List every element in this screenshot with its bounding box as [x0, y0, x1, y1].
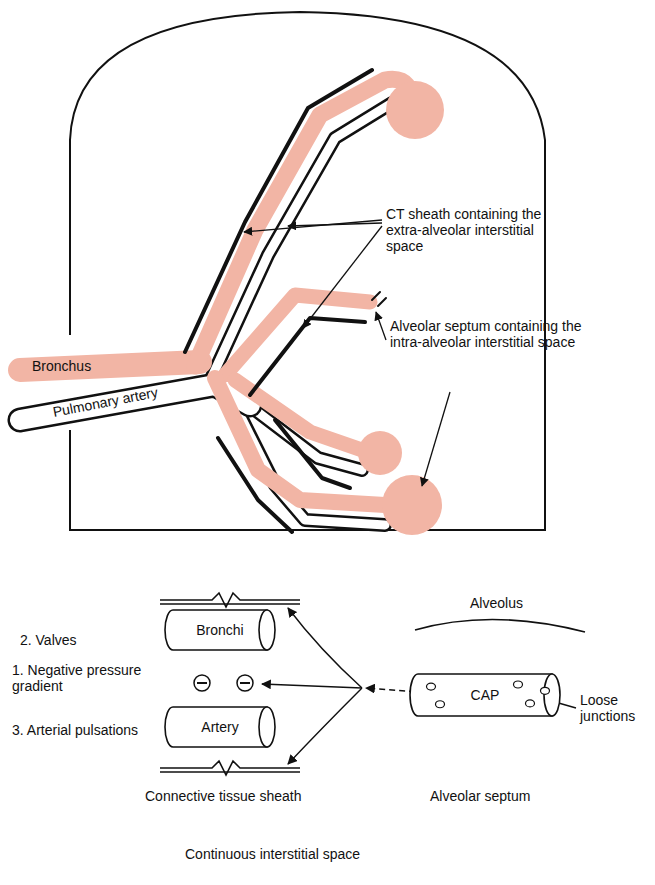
leader-arrow [244, 220, 450, 486]
part-label: Bronchus [32, 358, 91, 374]
artery-cylinder: Artery [165, 707, 275, 747]
minus-symbol [194, 675, 253, 691]
mechanism-label: 3. Arterial pulsations [12, 722, 162, 738]
alveolus-sac [358, 81, 444, 535]
callout-label: Alveolar septum containing the intra-alv… [390, 318, 585, 350]
region-label: Connective tissue sheath [145, 788, 301, 804]
region-label: Alveolar septum [430, 788, 530, 804]
ct-sheath [185, 70, 386, 532]
bronchus [20, 79, 410, 505]
alveolus-wall [415, 619, 585, 632]
mechanism-label: 1. Negative pressure gradient [12, 662, 162, 694]
pulmonary-artery [20, 103, 392, 525]
flow-arrow [262, 608, 576, 764]
bronchi-cylinder: Bronchi [165, 610, 275, 650]
callout-label: Loose junctions [580, 692, 650, 724]
node-text: Artery [201, 719, 238, 735]
capillary-tube: CAP [410, 674, 560, 716]
lobe-outline [70, 12, 545, 530]
node-text: CAP [471, 687, 500, 703]
callout-label: CT sheath containing the extra-alveolar … [386, 206, 561, 254]
mechanism-label: 2. Valves [20, 632, 77, 648]
part-label: Alveolus [470, 595, 523, 611]
caption-label: Continuous interstitial space [185, 846, 360, 862]
node-text: Bronchi [196, 622, 243, 638]
